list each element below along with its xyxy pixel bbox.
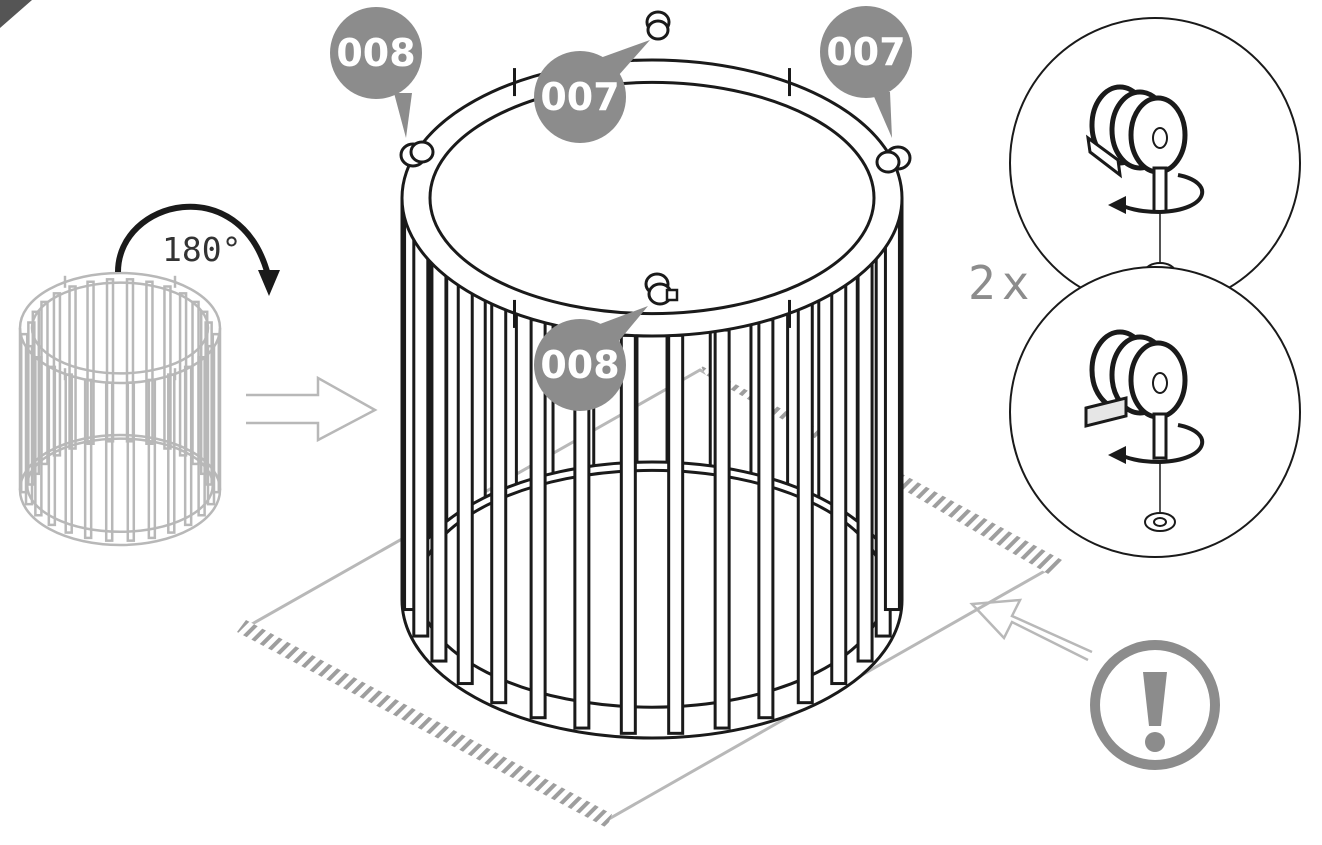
cage-top-ring-inner: [428, 80, 876, 316]
caster-008-left: [399, 140, 435, 168]
callout-balloons: [330, 6, 912, 411]
cage-back-bar: [105, 278, 115, 443]
cage-front-bar: [47, 365, 57, 527]
cage-front-bar: [456, 284, 474, 686]
cage-top-ring: [18, 271, 222, 385]
cage-front-bar: [619, 333, 637, 735]
rotate-arrow-icon: [1108, 423, 1205, 465]
main-cage: [400, 58, 904, 740]
rotate-arrow-icon: [1108, 173, 1205, 215]
cage-front-bar: [412, 236, 430, 638]
caster-008-front: [644, 272, 679, 306]
hollow-arrow-icon: [246, 375, 378, 443]
cage-front-bar: [883, 210, 901, 612]
callout-front: [534, 306, 648, 411]
small-cage-before-rotation: [18, 271, 222, 547]
cage-front-bar: [34, 356, 43, 517]
cage-front-bar: [183, 365, 193, 527]
cage-front-bar: [24, 344, 34, 506]
cage-front-bar: [104, 381, 114, 542]
detail-circle-unlocked: [1009, 17, 1301, 309]
cage-front-bar: [211, 332, 221, 494]
cage-front-bar: [830, 284, 848, 686]
callout-top-right: [820, 6, 912, 138]
cage-front-bar: [713, 328, 731, 730]
corner-marker: [0, 0, 32, 28]
cage-bottom-ring: [400, 460, 904, 740]
cage-front-bar: [667, 333, 685, 735]
cage-front-bar: [856, 261, 874, 663]
cage-front-bar: [126, 381, 136, 542]
cage-front-bar: [796, 303, 814, 705]
hollow-arrow-icon: [969, 598, 1093, 662]
exclamation-icon: [1090, 640, 1220, 770]
curved-arrow-icon: [115, 203, 280, 296]
cage-back-bar: [125, 278, 135, 443]
caster-007-right: [875, 145, 912, 174]
cage-front-bar: [757, 318, 775, 720]
cage-top-ring-inner: [30, 281, 210, 375]
callout-top-left: [330, 7, 422, 138]
cage-front-bar: [430, 261, 448, 663]
cage-front-bar: [197, 356, 206, 517]
caster-007-top: [645, 10, 671, 41]
cage-front-bar: [490, 303, 508, 705]
rotation-label: 180°: [162, 230, 242, 269]
callout-top-center: [534, 40, 650, 143]
quantity-label: 2x: [968, 256, 1036, 310]
detail-circle-locked: [1009, 266, 1301, 558]
